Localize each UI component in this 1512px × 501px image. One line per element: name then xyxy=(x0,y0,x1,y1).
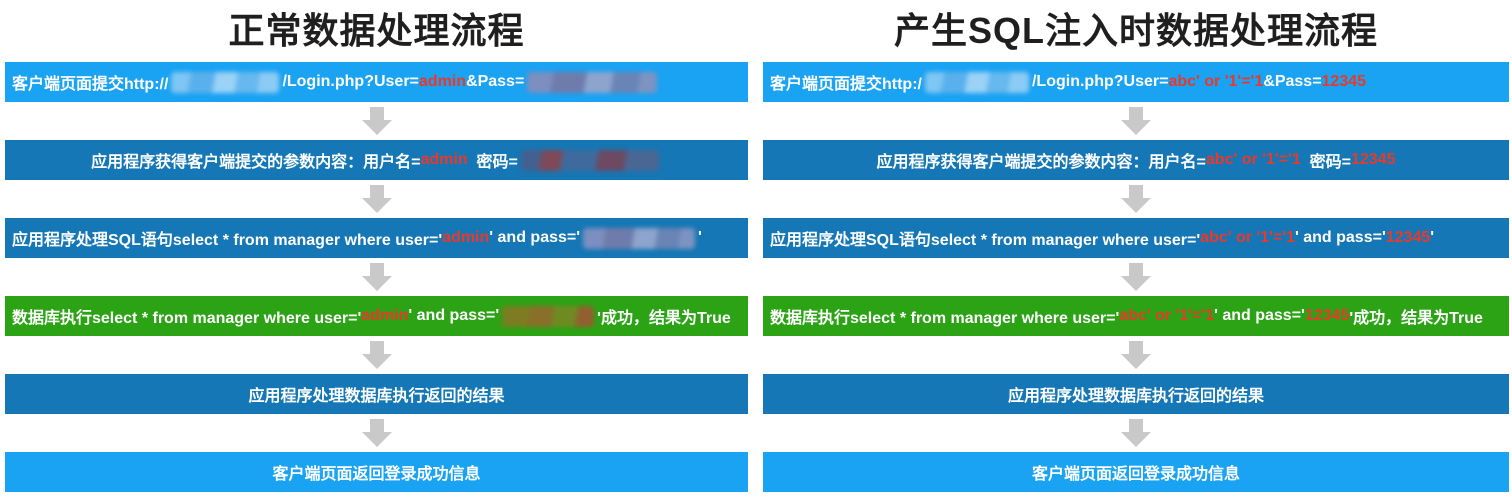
box-text-segment: 应用程序处理SQL语句select * from manager where u… xyxy=(770,232,1201,249)
box-text-segment: &Pass= xyxy=(1263,73,1322,90)
box-text-segment: 12345 xyxy=(1321,73,1367,90)
box-db-execute: 数据库执行select * from manager where user='a… xyxy=(763,296,1509,336)
box-client-submit: 客户端页面提交http:/ /Login.php?User=abc' or '1'… xyxy=(763,62,1509,102)
box-text-segment: admin xyxy=(420,151,468,168)
box-text-segment: 应用程序处理数据库执行返回的结果 xyxy=(1007,388,1264,405)
box-text-segment: 应用程序获得客户端提交的参数内容：用户名= xyxy=(876,154,1206,171)
normal-flow-title: 正常数据处理流程 xyxy=(228,10,525,51)
arrow-down-icon xyxy=(1121,107,1151,135)
arrow-down-icon xyxy=(361,107,392,135)
box-text-segment: admin xyxy=(418,73,467,90)
box-text-segment: 客户端页面提交http:/ xyxy=(770,76,922,93)
box-text-segment: /Login.php?User= xyxy=(1031,73,1169,90)
box-text-segment: 12345 xyxy=(1350,151,1396,168)
box-client-login-success: 客户端页面返回登录成功信息 xyxy=(763,452,1509,492)
arrow-down-icon xyxy=(1121,419,1151,447)
censored-blur-block xyxy=(924,71,1029,93)
box-text-segment: 数据库执行select * from manager where user=' xyxy=(770,310,1120,327)
box-text-segment: 应用程序处理SQL语句select * from manager where u… xyxy=(12,232,443,249)
box-app-process-result: 应用程序处理数据库执行返回的结果 xyxy=(763,374,1509,414)
box-app-process-sql: 应用程序处理SQL语句select * from manager where u… xyxy=(5,218,748,258)
box-text-segment: '成功，结果为True xyxy=(597,310,731,327)
box-text-segment: /Login.php?User= xyxy=(282,73,419,90)
box-text-segment: &Pass= xyxy=(466,73,525,90)
box-text-segment: abc' or '1'='1 xyxy=(1205,151,1301,168)
arrow-down-icon xyxy=(1121,263,1151,291)
box-text-segment: 12345 xyxy=(1385,229,1431,246)
box-app-get-params: 应用程序获得客户端提交的参数内容：用户名=admin 密码= xyxy=(5,140,748,180)
arrow-down-icon xyxy=(361,419,392,447)
normal-flow-column: 正常数据处理流程 客户端页面提交http:///Login.php?User=a… xyxy=(5,0,748,501)
box-text-segment: ' and pass=' xyxy=(489,229,581,246)
arrow-down-icon xyxy=(1121,185,1151,213)
box-app-get-params: 应用程序获得客户端提交的参数内容：用户名=abc' or '1'='1 密码=1… xyxy=(763,140,1509,180)
censored-blur-block xyxy=(583,227,696,249)
box-text-segment: abc' or '1'='1 xyxy=(1168,73,1264,90)
box-text-segment: 12345 xyxy=(1304,307,1350,324)
censored-blur-block xyxy=(527,71,658,93)
box-text-segment: 数据库执行select * from manager where user=' xyxy=(12,310,362,327)
injection-flow-column: 产生SQL注入时数据处理流程 客户端页面提交http:/ /Login.php?U… xyxy=(763,0,1509,501)
box-text-segment: admin xyxy=(361,307,409,324)
box-text-segment: ' and pass=' xyxy=(1214,307,1305,324)
box-text-segment: 客户端页面返回登录成功信息 xyxy=(1031,466,1240,483)
box-text-segment: 客户端页面提交http:// xyxy=(12,76,169,93)
box-db-execute: 数据库执行select * from manager where user='a… xyxy=(5,296,748,336)
censored-blur-block xyxy=(171,71,280,93)
arrow-down-icon xyxy=(361,263,392,291)
censored-blur-block xyxy=(520,149,659,171)
box-text-segment: ' and pass=' xyxy=(408,307,500,324)
arrow-down-icon xyxy=(361,341,392,369)
box-text-segment: 应用程序处理数据库执行返回的结果 xyxy=(248,388,505,405)
box-text-segment: abc' or '1'='1 xyxy=(1200,229,1295,246)
box-app-process-result: 应用程序处理数据库执行返回的结果 xyxy=(5,374,748,414)
box-client-login-success: 客户端页面返回登录成功信息 xyxy=(5,452,748,492)
box-text-segment: 密码= xyxy=(1300,154,1351,171)
box-client-submit: 客户端页面提交http:// /Login.php?User=admin&Pass… xyxy=(5,62,748,102)
box-text-segment: ' xyxy=(1430,229,1435,246)
box-app-process-sql: 应用程序处理SQL语句select * from manager where u… xyxy=(763,218,1509,258)
arrow-down-icon xyxy=(1121,341,1151,369)
box-text-segment: abc' or '1'='1 xyxy=(1119,307,1215,324)
censored-blur-block xyxy=(502,305,595,327)
box-text-segment: 客户端页面返回登录成功信息 xyxy=(272,466,481,483)
box-text-segment: 应用程序获得客户端提交的参数内容：用户名= xyxy=(91,154,421,171)
box-text-segment: 密码= xyxy=(467,154,518,171)
injection-flow-title: 产生SQL注入时数据处理流程 xyxy=(893,10,1378,51)
box-text-segment: ' xyxy=(698,229,702,246)
box-text-segment: admin xyxy=(442,229,490,246)
arrow-down-icon xyxy=(361,185,392,213)
box-text-segment: '成功，结果为True xyxy=(1349,310,1483,327)
box-text-segment: ' and pass=' xyxy=(1294,229,1386,246)
